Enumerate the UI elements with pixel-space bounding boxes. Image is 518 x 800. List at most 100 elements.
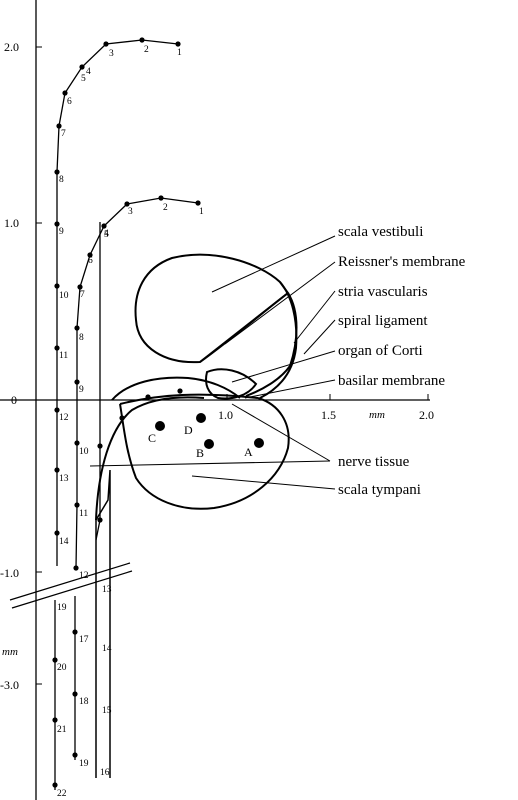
leader-lines <box>89 235 336 490</box>
trace-number: 1 <box>199 207 204 217</box>
label-organ-of-corti: organ of Corti <box>338 343 423 359</box>
trace-point <box>73 565 79 571</box>
trace-number: 21 <box>57 725 67 735</box>
trace-number: 7 <box>61 129 66 139</box>
trace-number: 19 <box>79 759 89 769</box>
trace-point <box>54 345 60 351</box>
outer-trace-points <box>52 37 181 788</box>
trace-point <box>62 90 68 96</box>
trace-number: 9 <box>79 385 84 395</box>
label-basilar-membrane: basilar membrane <box>338 373 445 389</box>
trace-point <box>56 123 62 129</box>
point-d-marker <box>196 413 206 423</box>
trace-point <box>54 169 60 175</box>
trace-number: 10 <box>59 291 69 301</box>
leader-nerve-b <box>231 403 331 462</box>
trace-point <box>195 200 201 206</box>
trace-number: 7 <box>80 290 85 300</box>
leader-spiral-ligament <box>303 319 336 355</box>
trace-number: 3 <box>128 207 133 217</box>
trace-number: 10 <box>79 447 89 457</box>
trace-point <box>54 283 60 289</box>
point-c-label: C <box>148 431 156 445</box>
label-nerve-tissue: nerve tissue <box>338 454 410 470</box>
trace-number: 4 <box>86 67 91 77</box>
x-tick-label-1-5: 1.5 <box>321 408 336 422</box>
y-tick-label-1: 1.0 <box>4 216 19 230</box>
trace-point <box>101 223 107 229</box>
leader-organ-corti <box>231 350 336 383</box>
leader-basilar <box>244 379 336 399</box>
trace-number: 8 <box>79 333 84 343</box>
trace-point <box>77 284 83 290</box>
trace-point <box>139 37 145 43</box>
outer-trace-numbers: 1 2 3 4 5 6 7 8 9 10 11 12 13 14 19 20 2… <box>57 45 182 799</box>
stria-vascularis-outline <box>245 292 298 397</box>
leader-stria <box>293 290 336 344</box>
trace-number: 12 <box>59 413 69 423</box>
trace-point <box>103 41 109 47</box>
trace-point <box>97 517 103 523</box>
point-a-label: A <box>244 445 253 459</box>
trace-point <box>74 440 80 446</box>
point-c-marker <box>155 421 165 431</box>
trace-number: 16 <box>100 768 110 778</box>
trace-point <box>52 717 58 723</box>
trace-number: 6 <box>67 97 72 107</box>
outer-trace-line <box>56 39 179 566</box>
trace-number: 19 <box>57 603 67 613</box>
leader-scala-vestibuli <box>211 235 336 293</box>
trace-point <box>124 201 130 207</box>
y-unit-label: mm <box>2 646 18 658</box>
trace-point <box>54 221 60 227</box>
trace-number: 13 <box>59 474 69 484</box>
trace-point <box>79 64 85 70</box>
trace-number: 11 <box>59 351 68 361</box>
scala-tympani-outline <box>119 397 290 510</box>
trace-point <box>52 782 58 788</box>
axis-break-line-2 <box>11 570 133 609</box>
trace-point <box>87 252 93 258</box>
trace-number: 8 <box>59 175 64 185</box>
trace-point <box>97 443 103 449</box>
x-tick-label-1-0: 1.0 <box>218 408 233 422</box>
trace-number: 20 <box>57 663 67 673</box>
x-tick-label-2-0: 2.0 <box>419 408 434 422</box>
trace-number: 5 <box>81 74 86 84</box>
osseous-lamina <box>95 396 205 521</box>
trace-number: 3 <box>109 49 114 59</box>
trace-point <box>54 407 60 413</box>
trace-point <box>177 388 183 394</box>
trace-point <box>72 752 78 758</box>
inner-trace-numbers: 1 2 3 4 5 6 7 8 9 10 11 12 13 14 15 16 1… <box>79 203 204 778</box>
scala-vestibuli-outline <box>134 253 290 364</box>
trace-number: 22 <box>57 789 67 799</box>
trace-point <box>54 530 60 536</box>
trace-number: 4 <box>104 229 109 239</box>
point-d-label: D <box>184 423 193 437</box>
point-b-marker <box>204 439 214 449</box>
trace-point <box>52 657 58 663</box>
label-spiral-ligament: spiral ligament <box>338 313 428 329</box>
trace-number: 2 <box>163 203 168 213</box>
trace-point <box>54 467 60 473</box>
outer-side-line <box>95 222 101 541</box>
trace-point <box>72 691 78 697</box>
point-a-marker <box>254 438 264 448</box>
trace-number: 14 <box>59 537 69 547</box>
limbus-outline <box>111 376 241 401</box>
y-tick-label-2: 2.0 <box>4 40 19 54</box>
trace-number: 14 <box>102 644 112 654</box>
trace-point <box>74 502 80 508</box>
inner-side-line <box>95 469 111 778</box>
y-tick-label-m3: -3.0 <box>0 678 19 692</box>
trace-number: 17 <box>79 635 89 645</box>
trace-number: 5 <box>104 230 109 240</box>
trace-number: 1 <box>177 48 182 58</box>
trace-number: 6 <box>88 256 93 266</box>
trace-number: 2 <box>144 45 149 55</box>
reissner-membrane <box>199 292 289 363</box>
trace-number: 11 <box>79 509 88 519</box>
trace-point <box>74 325 80 331</box>
